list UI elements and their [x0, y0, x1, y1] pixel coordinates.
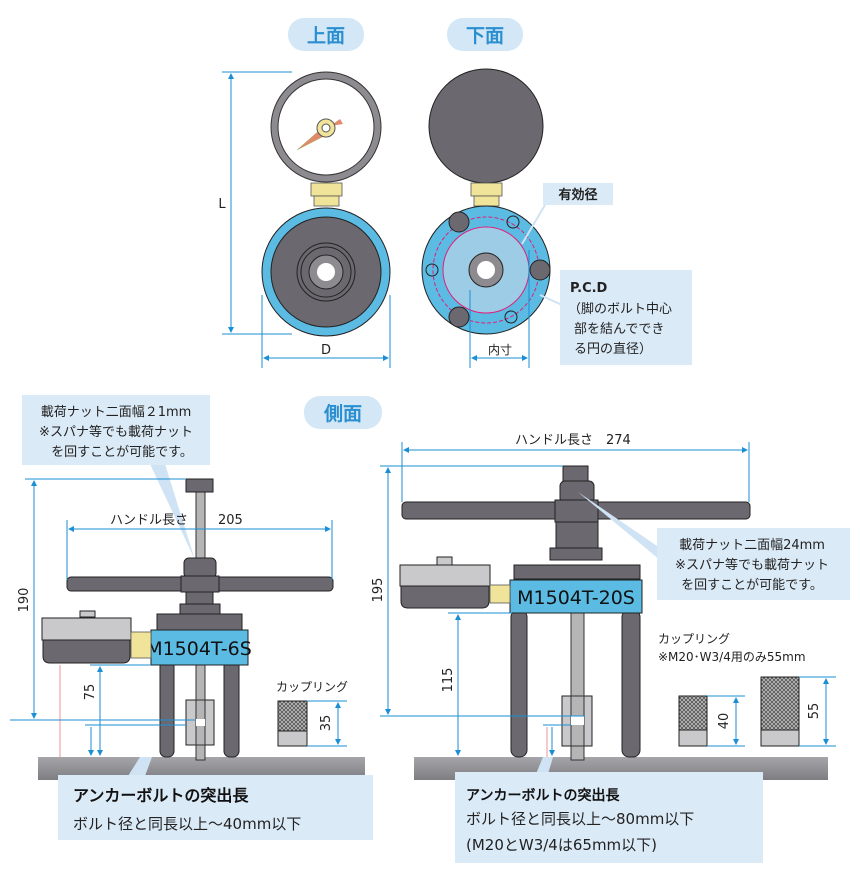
side-view-m1504t-6s: 載荷ナット二面幅２1mm ※スパナ等でも載荷ナット を回すことが可能です。 M1… [10, 395, 373, 840]
gauge-back [428, 68, 544, 184]
svg-text:ハンドル長さ: ハンドル長さ [515, 433, 593, 448]
svg-text:40: 40 [717, 713, 732, 730]
leg-bolt [448, 211, 470, 233]
label-side-view: 側面 [304, 396, 382, 429]
svg-text:（脚のボルト中心: （脚のボルト中心 [568, 301, 672, 317]
svg-text:上面: 上面 [307, 25, 345, 47]
svg-text:M1504T-20S: M1504T-20S [517, 587, 635, 609]
nut-note-callout [22, 395, 210, 465]
label-top-view: 上面 [288, 18, 364, 51]
svg-text:部を結んででき: 部を結んででき [574, 322, 664, 337]
svg-text:を回すことが可能です。: を回すことが可能です。 [681, 578, 823, 593]
svg-text:ハンドル長さ: ハンドル長さ [110, 513, 188, 528]
svg-text:有効径: 有効径 [558, 187, 597, 203]
svg-text:190: 190 [17, 588, 32, 613]
label-bottom-view: 下面 [447, 18, 523, 51]
svg-text:カップリング: カップリング [658, 632, 730, 646]
pcd-callout [560, 270, 692, 365]
side-view-m1504t-20s: M1504T-20S 載荷ナット二面幅24mm ※スパナ等でも載荷ナット を回す… [371, 433, 850, 863]
svg-text:195: 195 [371, 578, 386, 603]
svg-text:P.C.D: P.C.D [570, 281, 608, 296]
svg-text:※スパナ等でも載荷ナット: ※スパナ等でも載荷ナット [675, 557, 829, 573]
svg-text:274: 274 [606, 433, 631, 448]
svg-text:D: D [321, 343, 331, 358]
gauge-side [41, 617, 132, 641]
ground [38, 757, 365, 780]
leg-bolt [448, 306, 470, 328]
svg-text:載荷ナット二面幅２1mm: 載荷ナット二面幅２1mm [41, 405, 192, 420]
coupling-ring-55 [760, 676, 800, 731]
svg-text:M1504T-6S: M1504T-6S [146, 638, 252, 660]
svg-text:カップリング: カップリング [276, 680, 348, 694]
svg-text:※スパナ等でも載荷ナット: ※スパナ等でも載荷ナット [39, 424, 193, 440]
coupling-ring-knurl [277, 700, 308, 732]
svg-text:115: 115 [441, 668, 456, 693]
gauge-side [399, 564, 491, 587]
gauge-neck [310, 182, 343, 197]
nut-note-callout [657, 528, 850, 600]
svg-text:55: 55 [807, 703, 822, 720]
model-label [509, 579, 643, 614]
svg-text:を回すことが可能です。: を回すことが可能です。 [51, 445, 193, 460]
anchor-bolt-callout [58, 775, 373, 840]
bottom-view: 有効径 P.C.D （脚のボルト中心 部を結んででき る円の直径） 内寸 [421, 68, 692, 368]
load-nut [183, 557, 217, 579]
svg-text:※M20･W3/4用のみ55mm: ※M20･W3/4用のみ55mm [658, 650, 806, 664]
svg-text:ボルト径と同長以上～80mm以下: ボルト径と同長以上～80mm以下 [466, 810, 694, 828]
svg-text:内寸: 内寸 [488, 343, 512, 357]
effective-diameter-label-box [543, 183, 613, 205]
model-label [150, 629, 249, 666]
anchor-bolt-callout [455, 772, 763, 863]
svg-text:ボルト径と同長以上～40mm以下: ボルト径と同長以上～40mm以下 [73, 815, 301, 833]
svg-text:下面: 下面 [466, 25, 504, 47]
screw-cap [185, 478, 214, 493]
svg-text:アンカーボルトの突出長: アンカーボルトの突出長 [73, 786, 249, 805]
svg-text:205: 205 [218, 513, 243, 528]
leg [159, 659, 175, 758]
svg-text:(M20とW3/4は65mm以下): (M20とW3/4は65mm以下) [466, 836, 657, 854]
svg-text:る円の直径）: る円の直径） [574, 342, 652, 357]
svg-text:側面: 側面 [323, 403, 362, 425]
leg-bolt [529, 259, 551, 281]
coupling-ring-40 [678, 695, 708, 731]
svg-text:載荷ナット二面幅24mm: 載荷ナット二面幅24mm [679, 538, 825, 553]
svg-text:アンカーボルトの突出長: アンカーボルトの突出長 [466, 787, 620, 804]
top-view: L D [218, 71, 391, 368]
svg-text:35: 35 [319, 715, 334, 732]
svg-text:75: 75 [83, 684, 98, 701]
svg-text:L: L [218, 197, 226, 212]
leg [510, 609, 528, 758]
leg [223, 659, 240, 758]
leg [621, 609, 641, 758]
screw-cap [562, 465, 589, 483]
